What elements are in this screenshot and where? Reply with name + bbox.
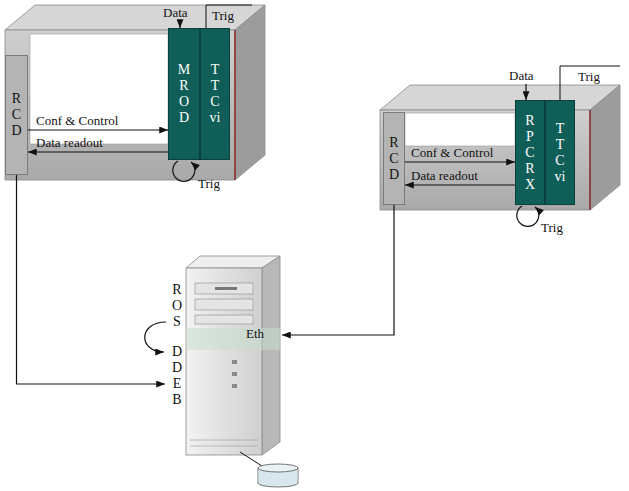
trig-loop [173,161,195,181]
vertical-label: RPCRX [523,113,537,193]
computer-node: ROS DDEB [165,262,282,458]
crate-top [380,85,620,110]
edge-label: Data readout [36,135,103,150]
pc-grille [190,440,258,441]
edge-label: Conf & Control [411,145,493,160]
crate [5,5,265,180]
vertical-label: DDEB [170,344,184,408]
connector [282,205,394,335]
crate [380,85,620,210]
crate-top [5,5,265,30]
disk [258,464,298,487]
pc-led [232,372,237,376]
pc-led [232,384,237,388]
crate-edge [234,30,236,180]
port-name: Eth [246,326,264,341]
connector [17,175,166,384]
trigger-module: TTCvi [200,28,230,160]
disk-top [258,464,298,472]
crate-edge [589,110,591,210]
trig-loop [517,206,539,226]
connector [28,129,168,130]
data-arrow [179,21,180,28]
controller-module: RCD [5,55,28,175]
signal-name: Trig [212,8,234,23]
vertical-label: RCD [10,91,24,139]
crate-opening [405,113,515,146]
signal-name: Data [509,68,534,83]
vertical-label: TTCvi [553,121,567,185]
connector [405,184,515,185]
drive-bay [195,283,253,294]
crate-opening [30,34,168,144]
data-arrow [525,84,526,100]
pc-grille [190,446,258,447]
readout-module: MROD [168,28,200,160]
edge-label: Conf & Control [36,113,118,128]
disk-link [240,452,262,466]
drive-bay [195,315,253,324]
signal-name: Trig [198,176,220,191]
computer [186,256,280,455]
vertical-label: TTCvi [208,62,222,126]
signal-name: Trig [541,220,563,235]
readout-module: RPCRX [515,100,545,205]
vertical-label: RCD [387,135,401,183]
pc-led [232,360,237,364]
pc-front [186,268,262,455]
crate-side [590,85,620,210]
trig-line [206,5,252,28]
trig-line [560,66,620,100]
connector [28,151,168,152]
signal-name: Data [163,5,188,20]
trigger-module: TTCvi [545,100,575,205]
internal-loop [145,322,166,352]
crate-side [235,5,265,180]
edge-label: Data readout [411,168,478,183]
connector [405,161,515,162]
drive-slot [215,287,237,290]
signal-name: Trig [578,69,600,84]
pc-band [186,328,280,350]
vertical-label: ROS [170,282,184,330]
vertical-label: MROD [177,62,191,126]
pc-side [262,256,280,455]
controller-module: RCD [383,112,405,205]
drive-bay [195,299,253,310]
